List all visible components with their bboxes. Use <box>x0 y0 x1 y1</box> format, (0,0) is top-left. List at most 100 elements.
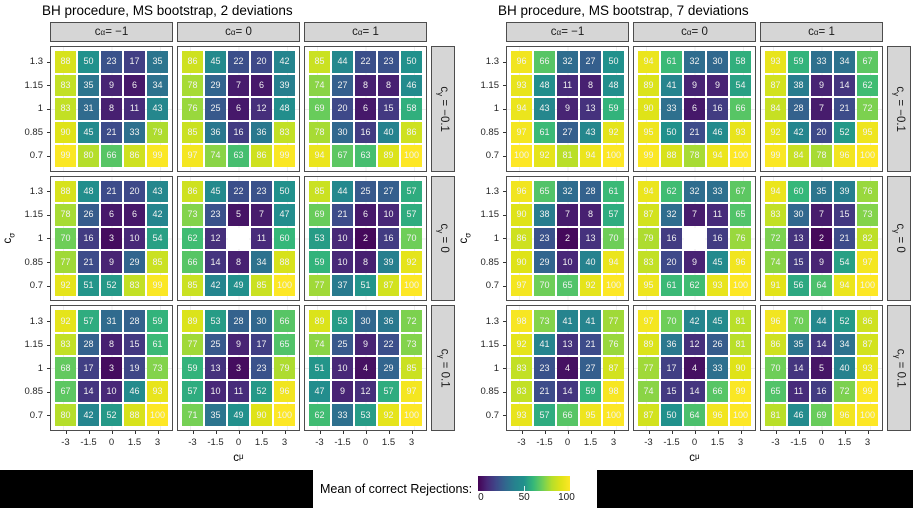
x-tick-label: -1.5 <box>788 430 809 448</box>
heatmap-cell: 70 <box>401 227 422 250</box>
heatmap-cell: 9 <box>684 251 705 273</box>
y-tick-label: 1 <box>20 357 50 379</box>
x-tick-label: 3 <box>603 430 624 448</box>
heatmap-cell: 13 <box>580 98 601 120</box>
legend-box: Mean of correct Rejections: 0 50 100 <box>313 470 597 508</box>
heatmap-cell: 9 <box>811 74 832 97</box>
y-tick-label: 1.15 <box>476 334 506 356</box>
heatmap-cell: 53 <box>309 227 330 250</box>
heatmap-cell: 15 <box>378 98 399 120</box>
x-tick-label: 3 <box>730 430 751 448</box>
heatmap-cell: 59 <box>580 380 601 403</box>
heatmap-cell: 32 <box>684 51 705 73</box>
heatmap-cell: 17 <box>251 333 272 356</box>
heatmap-cell: 78 <box>309 121 330 144</box>
heatmap-cell: 62 <box>661 180 682 203</box>
heatmap-cell: 59 <box>788 51 809 73</box>
heatmap-cell: 78 <box>182 74 203 97</box>
heatmap-cell: 64 <box>811 274 832 297</box>
facet-row-strip: cγ = 0.1 <box>887 305 911 431</box>
heatmap-cell: 70 <box>765 357 786 379</box>
heatmap-cell: 59 <box>182 357 203 379</box>
heatmap-cell: 86 <box>124 145 145 167</box>
x-tick-label: 3 <box>147 430 168 448</box>
heatmap-cell: 42 <box>78 404 99 426</box>
heatmap-cell: 46 <box>788 404 809 426</box>
x-tick-label: 0 <box>557 430 578 448</box>
heatmap-cell: 58 <box>401 98 422 120</box>
heatmap-cell: 67 <box>730 180 751 203</box>
heatmap-cell: 33 <box>124 121 145 144</box>
heatmap-cell: 23 <box>101 51 122 73</box>
y-tick-label: 0.7 <box>476 404 506 426</box>
heatmap-cell: 96 <box>274 380 295 403</box>
heatmap-cell: 57 <box>401 180 422 203</box>
heatmap-cell: 46 <box>707 121 728 144</box>
heatmap-cell: 40 <box>580 251 601 273</box>
chart-2-deviations: BH procedure, MS bootstrap, 2 deviations… <box>0 0 456 470</box>
y-tick-label: 0.85 <box>20 122 50 144</box>
heatmap-cell: 77 <box>309 274 330 297</box>
heatmap-cell: 41 <box>557 310 578 332</box>
heatmap-cell: 67 <box>55 380 76 403</box>
charts-row: BH procedure, MS bootstrap, 2 deviations… <box>0 0 913 470</box>
heatmap-cell: 12 <box>684 333 705 356</box>
heatmap-cell: 39 <box>834 180 855 203</box>
heatmap-cell: 11 <box>124 98 145 120</box>
heatmap-cell: 70 <box>534 274 555 297</box>
heatmap-cell: 12 <box>251 98 272 120</box>
heatmap-cell: 74 <box>309 74 330 97</box>
heatmap-cell: 94 <box>511 98 532 120</box>
heatmap-cell: 47 <box>274 204 295 226</box>
heatmap-cell: 15 <box>788 251 809 273</box>
heatmap-cell: 44 <box>332 51 353 73</box>
heatmap-cell: 46 <box>401 74 422 97</box>
heatmap-cell: 43 <box>534 98 555 120</box>
x-tick-label: 1.5 <box>124 430 145 448</box>
heatmap-cell: 14 <box>834 74 855 97</box>
heatmap-cell: 83 <box>124 274 145 297</box>
heatmap-cell: 70 <box>661 310 682 332</box>
heatmap-cell: 69 <box>309 98 330 120</box>
heatmap-cell: 35 <box>811 180 832 203</box>
heatmap-cell: 8 <box>378 74 399 97</box>
heatmap-cell: 59 <box>147 310 168 332</box>
heatmap-cell: 66 <box>707 380 728 403</box>
heatmap-cell: 48 <box>78 180 99 203</box>
heatmap-cell: 36 <box>378 310 399 332</box>
heatmap-cell: 31 <box>78 98 99 120</box>
heatmap-cell: 92 <box>765 121 786 144</box>
heatmap-cell: 94 <box>638 51 659 73</box>
heatmap-cell: 29 <box>534 251 555 273</box>
heatmap-cell: 65 <box>534 180 555 203</box>
heatmap-cell: 22 <box>355 51 376 73</box>
heatmap-cell: 96 <box>511 51 532 73</box>
heatmap-cell: 20 <box>661 251 682 273</box>
heatmap-cell: 21 <box>101 121 122 144</box>
heatmap-cell: 74 <box>765 251 786 273</box>
heatmap-cell: 17 <box>78 357 99 379</box>
heatmap-cell: 87 <box>857 333 878 356</box>
heatmap-cell: 16 <box>78 227 99 250</box>
heatmap-cell: 86 <box>182 180 203 203</box>
y-tick-label: 1.3 <box>476 181 506 203</box>
x-tick-label: -1.5 <box>78 430 99 448</box>
heatmap-cell: 33 <box>707 357 728 379</box>
heatmap-cell: 3 <box>101 227 122 250</box>
heatmap-cell: 9 <box>332 380 353 403</box>
heatmap-cell: 60 <box>788 180 809 203</box>
y-tick-label: 1.3 <box>20 181 50 203</box>
heatmap-cell: 50 <box>661 404 682 426</box>
heatmap-cell: 21 <box>834 98 855 120</box>
heatmap-cell: 95 <box>638 121 659 144</box>
heatmap-cell: 10 <box>205 380 226 403</box>
chart-title: BH procedure, MS bootstrap, 2 deviations <box>42 3 293 18</box>
heatmap-cell: 37 <box>332 274 353 297</box>
y-axis-label: cσ <box>2 233 17 244</box>
heatmap-cell: 100 <box>274 404 295 426</box>
